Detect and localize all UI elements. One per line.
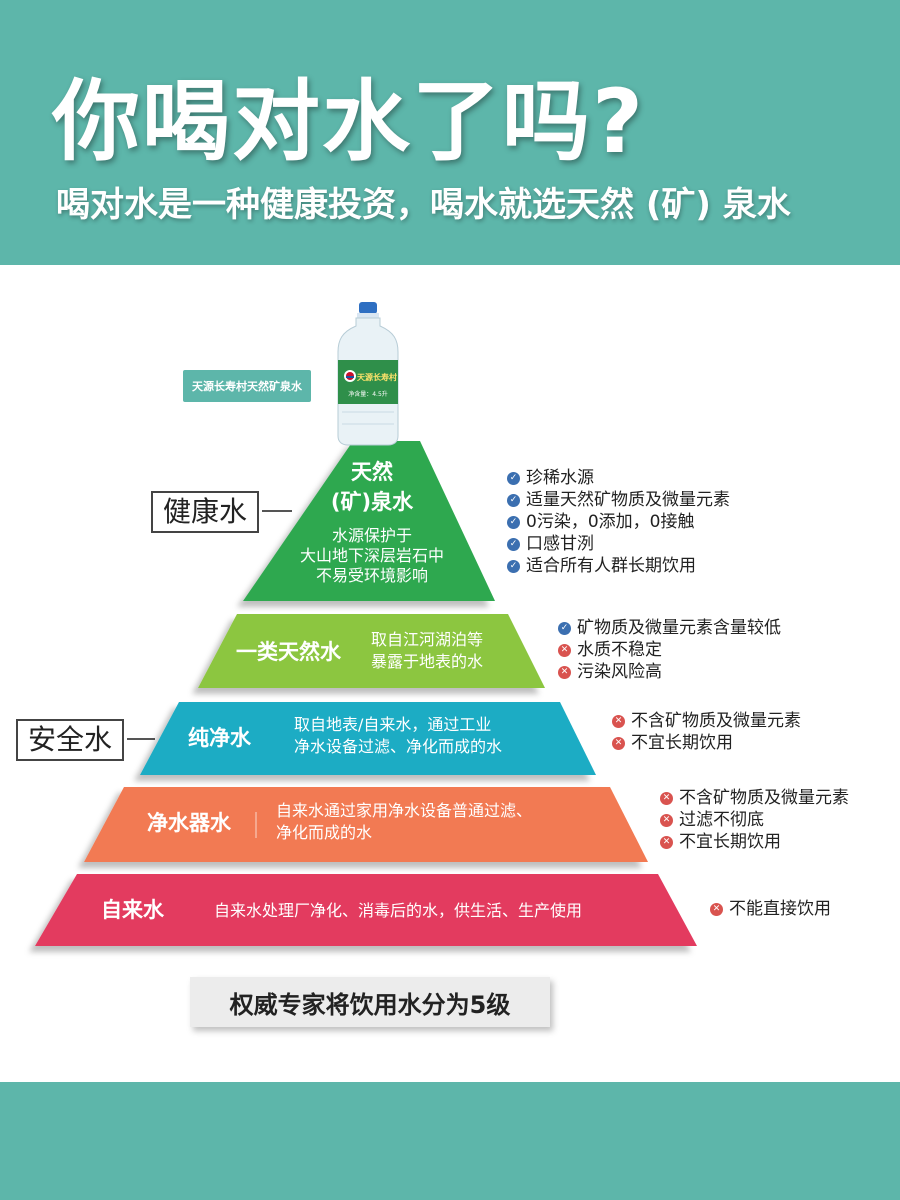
check-icon: ✓ <box>507 493 520 507</box>
layer-natural-water-title: 一类天然水 <box>236 640 342 664</box>
page-subtitle: 喝对水是一种健康投资，喝水就选天然 (矿) 泉水 <box>56 185 791 225</box>
layer-mineral-water-desc-2: 大山地下深层岩石中 <box>300 546 444 565</box>
layer-mineral-water: 天然 (矿)泉水 水源保护于 大山地下深层岩石中 不易受环境影响 <box>243 441 495 601</box>
feature-item: ✕水质不稳定 <box>558 639 781 661</box>
layer-tap-water-shape <box>35 874 697 946</box>
cross-icon: ✕ <box>710 902 723 916</box>
features-purifier-water: ✕不含矿物质及微量元素 ✕过滤不彻底 ✕不宜长期饮用 <box>660 787 849 853</box>
layer-purified-water-desc-2: 净水设备过滤、净化而成的水 <box>294 737 502 756</box>
feature-item: ✓0污染，0添加，0接触 <box>507 511 730 533</box>
layer-tap-water-title: 自来水 <box>101 898 165 922</box>
layer-purified-water: 纯净水 取自地表/自来水，通过工业 净水设备过滤、净化而成的水 <box>140 702 596 775</box>
check-icon: ✓ <box>558 621 571 635</box>
feature-item: ✕不含矿物质及微量元素 <box>660 787 849 809</box>
layer-purified-water-desc-1: 取自地表/自来水，通过工业 <box>294 715 491 734</box>
cross-icon: ✕ <box>660 791 673 805</box>
features-purified-water: ✕不含矿物质及微量元素 ✕不宜长期饮用 <box>612 710 801 754</box>
layer-mineral-water-desc-1: 水源保护于 <box>332 526 412 545</box>
caption-box: 权威专家将饮用水分为5级 <box>190 977 550 1027</box>
layer-mineral-water-shape <box>243 441 495 601</box>
layer-purifier-water-shape <box>84 787 648 862</box>
layer-purified-water-shape <box>140 702 596 775</box>
layer-tap-water-desc-1: 自来水处理厂净化、消毒后的水，供生活、生产使用 <box>214 901 582 920</box>
layer-natural-water: 一类天然水 取自江河湖泊等 暴露于地表的水 <box>198 614 545 688</box>
bottle-volume: 净含量：4.5升 <box>348 390 388 398</box>
layer-purified-water-title: 纯净水 <box>188 726 252 750</box>
category-label-healthy: 健康水 <box>151 491 260 533</box>
feature-item: ✕不宜长期饮用 <box>612 732 801 754</box>
check-icon: ✓ <box>507 515 520 529</box>
bottle-brand: 天源长寿村 <box>357 372 397 382</box>
feature-item: ✕过滤不彻底 <box>660 809 849 831</box>
layer-tap-water: 自来水 自来水处理厂净化、消毒后的水，供生活、生产使用 <box>35 874 697 946</box>
features-mineral-water: ✓珍稀水源 ✓适量天然矿物质及微量元素 ✓0污染，0添加，0接触 ✓口感甘洌 ✓… <box>507 467 730 577</box>
layer-natural-water-shape <box>198 614 545 688</box>
feature-item: ✕污染风险高 <box>558 661 781 683</box>
layer-purifier-water-desc-1: 自来水通过家用净水设备普通过滤、 <box>276 801 532 820</box>
layer-purifier-water-desc-2: 净化而成的水 <box>276 823 372 842</box>
check-icon: ✓ <box>507 471 520 485</box>
feature-item: ✓矿物质及微量元素含量较低 <box>558 617 781 639</box>
check-icon: ✓ <box>507 559 520 573</box>
feature-item: ✕不能直接饮用 <box>710 898 831 920</box>
layer-mineral-water-desc-3: 不易受环境影响 <box>316 566 428 585</box>
layer-mineral-water-title-line2: (矿)泉水 <box>331 490 414 514</box>
layer-natural-water-desc-1: 取自江河湖泊等 <box>371 630 483 649</box>
bottle-tag: 天源长寿村天然矿泉水 <box>183 370 311 402</box>
feature-item: ✓适量天然矿物质及微量元素 <box>507 489 730 511</box>
check-icon: ✓ <box>507 537 520 551</box>
layer-natural-water-desc-2: 暴露于地表的水 <box>371 652 483 671</box>
cross-icon: ✕ <box>660 835 673 849</box>
header-banner: 你喝对水了吗? 喝对水是一种健康投资，喝水就选天然 (矿) 泉水 <box>0 0 900 265</box>
feature-item: ✕不含矿物质及微量元素 <box>612 710 801 732</box>
footer-band <box>0 1082 900 1200</box>
cross-icon: ✕ <box>558 665 571 679</box>
page-title: 你喝对水了吗? <box>52 70 646 173</box>
features-tap-water: ✕不能直接饮用 <box>710 898 831 920</box>
layer-purifier-water-title: 净水器水 <box>147 811 232 835</box>
feature-item: ✓适合所有人群长期饮用 <box>507 555 730 577</box>
feature-item: ✓珍稀水源 <box>507 467 730 489</box>
water-bottle-image: 天源长寿村 净含量：4.5升 <box>337 302 399 446</box>
cross-icon: ✕ <box>612 714 625 728</box>
category-label-safe: 安全水 <box>16 719 125 761</box>
features-natural-water: ✓矿物质及微量元素含量较低 ✕水质不稳定 ✕污染风险高 <box>558 617 781 683</box>
cross-icon: ✕ <box>558 643 571 657</box>
cross-icon: ✕ <box>612 736 625 750</box>
layer-mineral-water-title-line1: 天然 <box>351 460 393 484</box>
cross-icon: ✕ <box>660 813 673 827</box>
feature-item: ✕不宜长期饮用 <box>660 831 849 853</box>
layer-purifier-water: 净水器水 自来水通过家用净水设备普通过滤、 净化而成的水 <box>84 787 648 862</box>
feature-item: ✓口感甘洌 <box>507 533 730 555</box>
